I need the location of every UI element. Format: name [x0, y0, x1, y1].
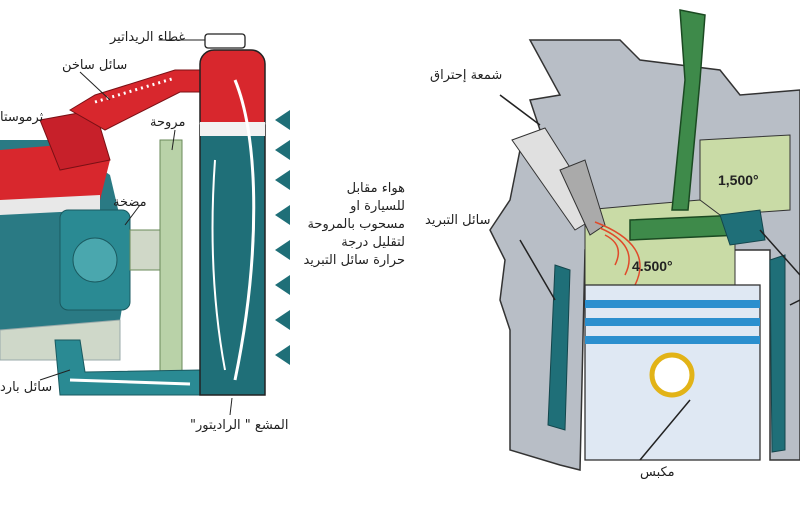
air-note-line-5: حرارة سائل التبريد — [303, 253, 405, 268]
label-coolant: سائل التبريد — [425, 213, 491, 228]
air-note-line-2: للسيارة او — [350, 199, 405, 214]
label-spark-plug: شمعة إحتراق — [430, 68, 503, 83]
cooling-system-diagram — [0, 33, 290, 416]
radiator-cap — [204, 33, 246, 49]
air-note-line-4: لتقليل درجة — [341, 235, 405, 250]
piston-shape — [584, 284, 761, 461]
label-thermostat: ثرموستا — [0, 110, 44, 125]
label-piston: مكبس — [640, 465, 675, 480]
air-note: هواء مقابل للسيارة او مسحوب بالمروحة لتق… — [290, 180, 405, 270]
valve — [629, 9, 741, 241]
heat-waves — [594, 221, 641, 286]
spark-plug-shape — [511, 127, 606, 236]
temp-chamber: 4.500° — [632, 258, 673, 274]
temp-head: 1,500° — [718, 172, 759, 188]
label-pump: مضخة — [113, 195, 147, 210]
label-radiator-cap: غطاء الريداتير — [110, 30, 186, 45]
air-note-line-1: هواء مقابل — [346, 181, 405, 196]
label-radiator: المشع " الراديتور" — [190, 418, 289, 433]
label-fan: مروحة — [150, 115, 186, 130]
coolant-passages — [547, 209, 786, 453]
label-cold-coolant: سائل بارد — [0, 380, 53, 395]
radiator-body-cold — [199, 124, 266, 396]
fan-shape — [129, 139, 183, 381]
label-hot-coolant: سائل ساخن — [62, 58, 128, 73]
air-arrows — [275, 110, 290, 365]
engine-cylinder-diagram — [489, 9, 800, 471]
air-note-line-3: مسحوب بالمروحة — [307, 217, 405, 232]
